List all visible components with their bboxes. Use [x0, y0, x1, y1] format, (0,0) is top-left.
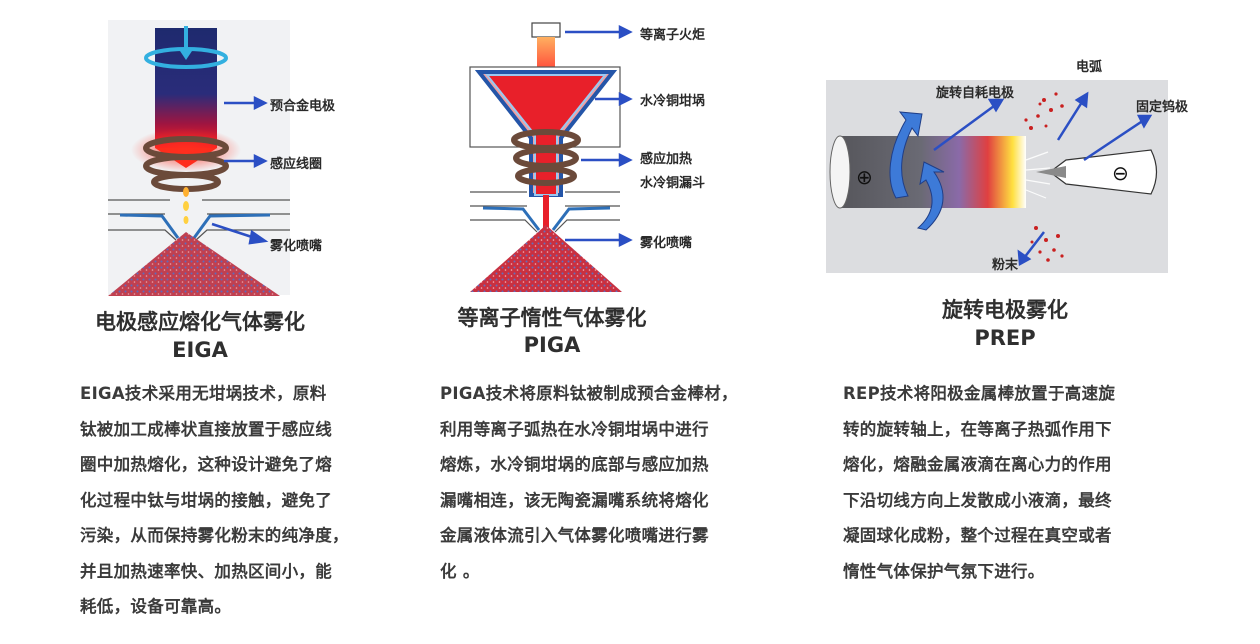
- prep-desc-line: 凝固球化成粉，整个过程在真空或者: [843, 526, 1112, 545]
- rotation-arrow-bottom: [916, 161, 945, 231]
- prep-label-electrode: 旋转自耗电极: [936, 86, 1015, 101]
- piga-label-crucible: 水冷铜坩埚: [640, 94, 706, 109]
- eiga-label-nozzle: 雾化喷嘴: [270, 239, 323, 254]
- induction-coil: [143, 136, 229, 192]
- prep-label-powder: 粉末: [992, 258, 1019, 273]
- prep-desc-line: 熔化，熔融金属液滴在离心力的作用: [843, 455, 1112, 474]
- piga-desc-line: 化 。: [440, 561, 480, 581]
- eiga-diagram: [108, 20, 290, 296]
- prep-title: 旋转电极雾化: [942, 298, 1068, 322]
- piga-desc-line: PIGA技术将原料钛被制成预合金棒材，: [440, 384, 738, 403]
- prep-diagram: ⊕ ⊖: [826, 80, 1168, 273]
- piga-nozzle: [470, 191, 620, 233]
- piga-desc-line: 熔炼，水冷铜坩埚的底部与感应加热: [440, 455, 709, 474]
- rotation-arrow-top: [889, 111, 923, 199]
- prep-description: REP技术将阳极金属棒放置于高速旋 转的旋转轴上，在等离子热弧作用下 熔化，熔融…: [843, 376, 1115, 589]
- piga-label-torch: 等离子火炬: [640, 28, 706, 43]
- prep-desc-line: 惰性气体保护气氛下进行。: [843, 561, 1045, 581]
- eiga-label-electrode: 预合金电极: [270, 99, 336, 114]
- eiga-desc-line: 钛被加工成棒状直接放置于感应线: [80, 419, 332, 439]
- piga-desc-line: 金属液体流引入气体雾化喷嘴进行雾: [440, 526, 709, 545]
- piga-abbr: PIGA: [523, 333, 581, 357]
- eiga-desc-line: 耗低，设备可靠高。: [80, 597, 232, 616]
- melt-stream: [543, 195, 549, 235]
- powder-cone: [108, 232, 280, 296]
- anode-plus-icon: ⊕: [856, 165, 873, 189]
- eiga-desc-line: EIGA技术采用无坩埚技术，原料: [80, 384, 327, 403]
- piga-description: PIGA技术将原料钛被制成预合金棒材， 利用等离子弧热在水冷铜坩埚中进行 熔炼，…: [440, 376, 738, 589]
- piga-label-heating: 感应加热: [640, 152, 693, 167]
- prep-desc-line: REP技术将阳极金属棒放置于高速旋: [843, 384, 1116, 403]
- arc-sparks: [1025, 151, 1051, 199]
- piga-label-arrows: [565, 24, 633, 248]
- piga-label-funnel: 水冷铜漏斗: [640, 176, 706, 191]
- powder-droplets: [1024, 92, 1064, 262]
- induction-heating-coil: [511, 129, 581, 186]
- fixed-tungsten-electrode: [1049, 149, 1158, 195]
- piga-title: 等离子惰性气体雾化: [457, 306, 647, 330]
- eiga-label-coil: 感应线圈: [270, 157, 323, 172]
- cathode-minus-icon: ⊖: [1112, 161, 1129, 185]
- eiga-description: EIGA技术采用无坩埚技术，原料 钛被加工成棒状直接放置于感应线 圈中加热熔化，…: [80, 376, 349, 625]
- plasma-torch: [531, 22, 561, 38]
- piga-desc-line: 漏嘴相连，该无陶瓷漏嘴系统将熔化: [440, 490, 709, 510]
- eiga-desc-line: 并且加热速率快、加热区间小，能: [80, 561, 332, 581]
- prep-desc-line: 转的旋转轴上，在等离子热弧作用下: [843, 419, 1112, 439]
- eiga-desc-line: 污染，从而保持雾化粉末的纯净度，: [80, 526, 349, 545]
- piga-desc-line: 利用等离子弧热在水冷铜坩埚中进行: [440, 419, 709, 439]
- eiga-desc-line: 圈中加热熔化，这种设计避免了熔: [80, 455, 332, 474]
- piga-powder-cone: [470, 225, 622, 292]
- prep-label-tungsten: 固定钨极: [1136, 100, 1189, 115]
- piga-diagram: [469, 22, 633, 292]
- prep-label-arrows: [933, 91, 1153, 267]
- eiga-abbr: EIGA: [172, 338, 228, 362]
- prep-abbr: PREP: [974, 326, 1036, 350]
- prep-label-arc: 电弧: [1076, 60, 1103, 75]
- eiga-desc-line: 化过程中钛与坩埚的接触，避免了: [80, 490, 332, 510]
- prep-desc-line: 下沿切线方向上发散成小液滴，最终: [843, 490, 1112, 510]
- eiga-title: 电极感应熔化气体雾化: [95, 310, 305, 334]
- piga-label-nozzle: 雾化喷嘴: [640, 236, 693, 251]
- eiga-label-arrows: [211, 95, 269, 245]
